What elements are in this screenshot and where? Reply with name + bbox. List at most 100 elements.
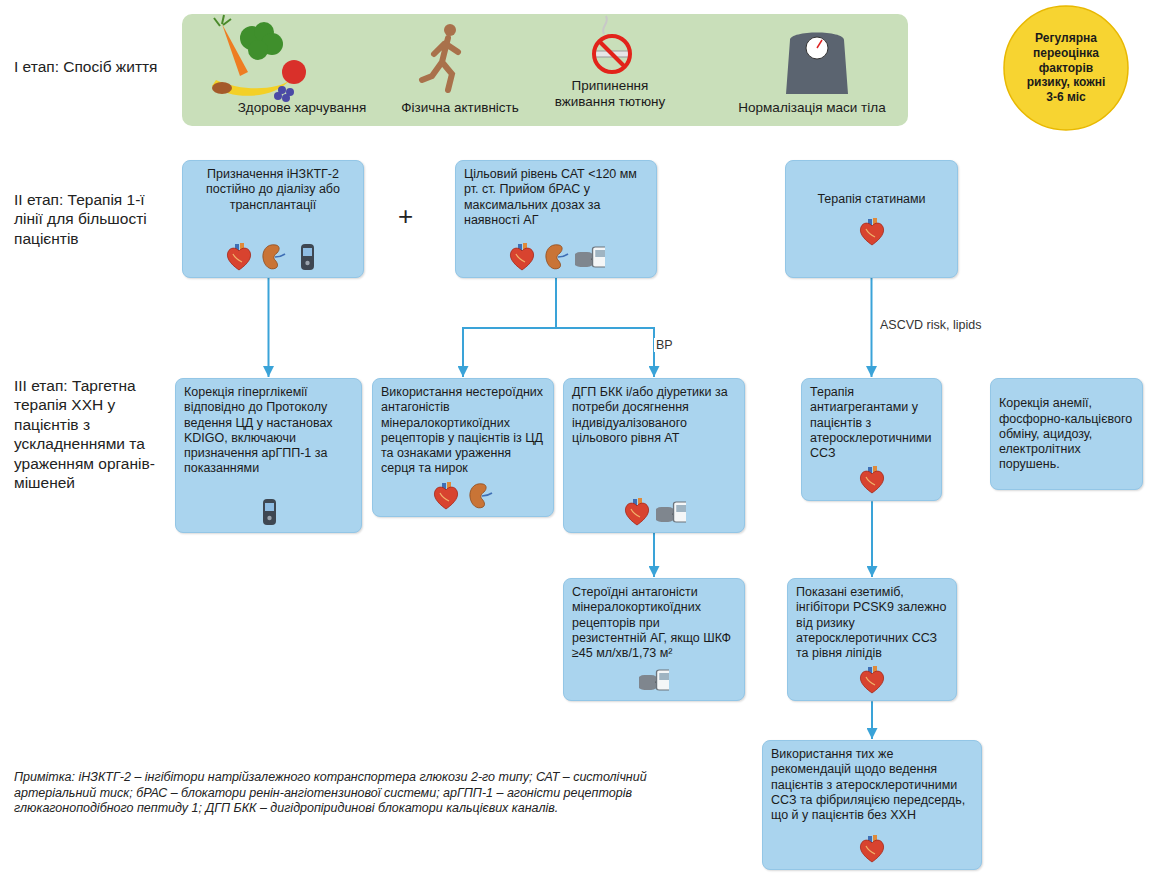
node-text: Терапія антиагрегантами у пацієнтів з ат… [810,385,933,461]
target-therapy-box: Корекція анемії, фосфорно-кальцієвого об… [990,378,1143,490]
apple [282,60,306,84]
heart-symbol [857,834,887,864]
icon-row [810,461,933,495]
target-therapy-box: ДГП БКК і/або діуретики за потреби досяг… [563,378,745,533]
heart-icon [625,498,648,525]
glucometer-button [267,516,271,520]
node-text: Стероїдні антагоністи мінералокортикоїдн… [572,585,736,661]
runner-body [422,38,458,90]
node-text: Терапія статинами [794,192,949,207]
flow-arrow [268,278,270,377]
kidney-symbol [541,242,571,272]
target-therapy-box: Використання нестероїдних антагоністів м… [372,378,554,517]
bp-monitor [657,670,669,690]
flow-arrow [871,701,873,739]
icon-row [794,213,949,247]
node-text: Корекція анемії, фосфорно-кальцієвого об… [999,396,1134,472]
heart-shape [860,223,883,245]
node-text: Використання тих же рекомендацій щодо ве… [771,747,973,823]
therapy-box: Цільовий рівень САТ <120 мм рт. ст. Прий… [455,160,657,278]
heart-detail [866,677,875,685]
broccoli [248,40,268,60]
glucometer-screen [265,503,274,511]
scale-illustration [786,33,848,95]
node-text: Показані езетиміб, інгібітори PCSK9 зале… [796,585,948,661]
heart-icon [860,835,883,862]
heart-symbol [622,497,652,527]
node-text: Призначення іНЗКТГ-2 постійно до діалізу… [191,167,355,213]
flow-arrow [653,533,655,577]
gluco-symbol [292,242,322,272]
heart-detail [440,493,449,501]
icon-row [184,493,353,527]
bp-screen [659,673,669,680]
gluco-icon [301,244,314,270]
edge-label: BP [654,338,675,352]
healthy-food-illustration [212,15,306,102]
heart-symbol [224,242,254,272]
berry [274,92,282,100]
heart-shape [625,503,648,525]
heart-icon [860,466,883,493]
icon-row [572,661,736,695]
target-therapy-box: Терапія антиагрегантами у пацієнтів з ат… [801,378,942,501]
heart-detail [866,846,875,854]
bp-cuff [639,675,658,690]
no-smoking-illustration [594,16,630,72]
flow-arrow [463,278,556,377]
heart-detail [866,477,875,485]
icon-row [572,493,736,527]
reassessment-circle: Регулярна переоцінка факторів ризику, ко… [1002,4,1130,132]
stage-label: І етап: Спосіб життя [14,57,179,76]
bp-icon [639,670,669,690]
heart-shape [434,487,457,509]
lifestyle-caption: Припинення вживання тютюну [542,78,678,110]
heart-symbol [857,665,887,695]
icon-row [771,830,973,864]
stage-label: ІІІ етап: Таргетна терапія ХХН у пацієнт… [14,376,170,492]
heart-icon [434,482,457,509]
icon-row [464,238,648,272]
heart-shape [860,671,883,693]
carrot-leaves [214,15,231,26]
flow-arrow [556,278,654,377]
runner-illustration [422,24,458,90]
runner-head [444,24,456,36]
kidney-icon [546,245,568,269]
nuts [212,82,232,94]
bp-symbol [575,242,605,272]
bp-icon [656,502,686,522]
heart-icon [860,666,883,693]
icon-row [191,238,355,272]
bp-monitor [593,247,605,267]
target-therapy-box: Корекція гіперглікемії відповідно до Про… [175,378,362,533]
bp-symbol [656,497,686,527]
ureter [275,254,285,257]
prohibition-ring [594,36,630,72]
heart-shape [860,840,883,862]
scale-dial [806,37,828,59]
heart-icon [510,243,533,270]
heart-icon [227,243,250,270]
glucometer-body [263,499,276,525]
heart-symbol [431,481,461,511]
glucometer-screen [303,248,312,256]
therapy-box: Призначення іНЗКТГ-2 постійно до діалізу… [182,160,364,278]
heart-detail [233,254,242,262]
bp-monitor [674,502,686,522]
heart-detail [516,254,525,262]
icon-row [796,661,948,695]
node-text: Використання нестероїдних антагоністів м… [381,385,545,477]
flow-arrow [871,501,873,577]
gluco-icon [263,499,276,525]
heart-icon [860,218,883,245]
edge-label: ASCVD risk, lipids [878,318,983,332]
prohibition-bar [599,41,625,67]
ureter [558,254,568,257]
kidney-symbol [465,481,495,511]
heart-symbol [507,242,537,272]
glucometer-button [305,261,309,265]
kidney-icon [470,483,492,507]
circle-shape [1004,6,1128,130]
